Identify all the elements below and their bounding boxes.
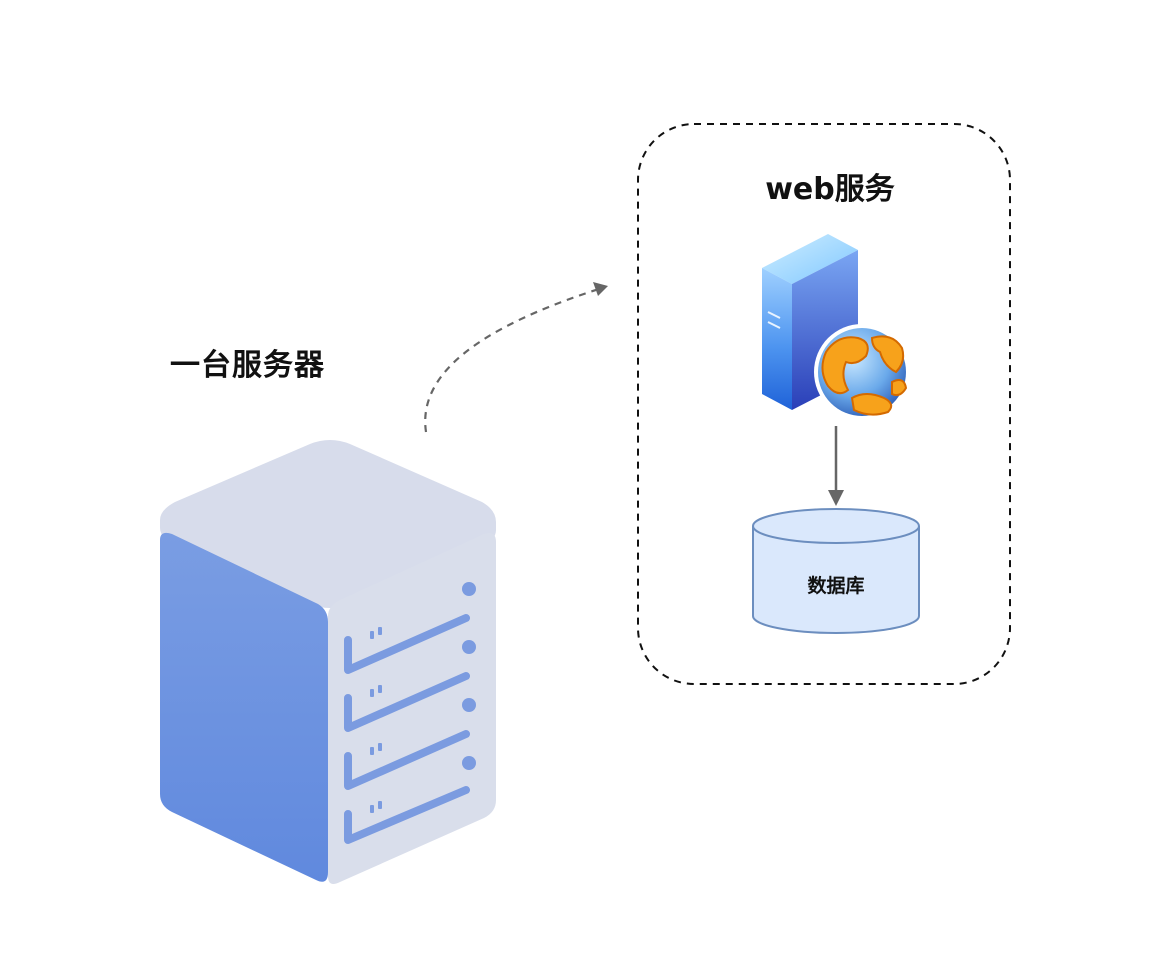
dashed-arrow-connector — [424, 286, 603, 433]
server-label: 一台服务器 — [170, 348, 325, 383]
web-server-globe-icon — [762, 234, 910, 420]
database-label: 数据库 — [807, 575, 865, 597]
web-service-container — [637, 123, 1011, 685]
database-cylinder-icon — [752, 508, 920, 634]
solid-arrow-head — [828, 490, 844, 506]
server-rack-icon — [160, 440, 496, 884]
dashed-arrow-head — [593, 282, 608, 296]
web-service-label: web服务 — [765, 172, 895, 207]
